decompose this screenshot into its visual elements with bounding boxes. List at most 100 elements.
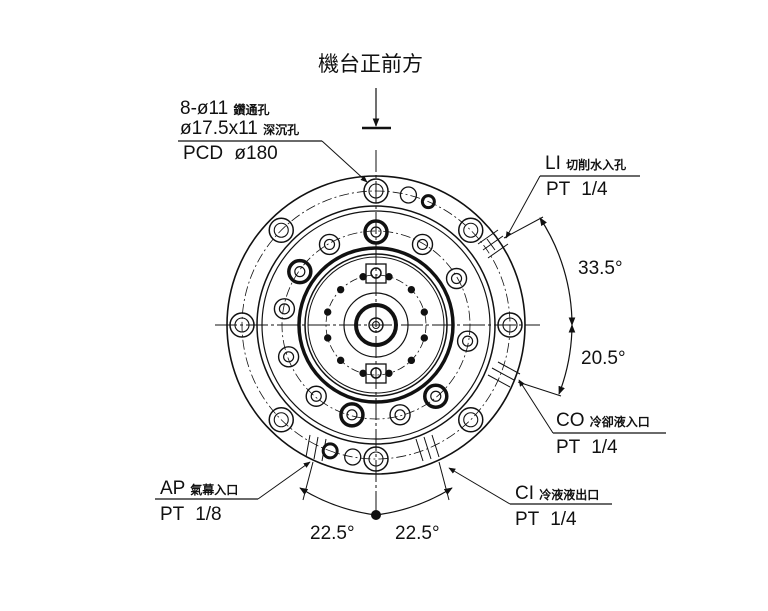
inner-screw: [305, 385, 327, 407]
inner-screw-head: [310, 390, 322, 402]
bolt-hole-inner: [463, 222, 479, 238]
ci-label: CI 冷液液出口: [515, 484, 599, 505]
dim-arc-33-5: [539, 217, 576, 326]
ext-line: [302, 461, 314, 501]
angle-20-5: 20.5°: [581, 348, 626, 369]
inner-screws: [273, 219, 479, 428]
bolt-hole-inner: [502, 317, 518, 333]
ap-label: AP 氣幕入口: [160, 479, 238, 500]
aux-hole: [321, 442, 339, 460]
li-code: LI: [545, 153, 561, 174]
bolt-hole-inner: [273, 412, 289, 428]
co-code: CO: [556, 410, 585, 431]
spindle-hole: [407, 356, 416, 365]
inner-screw-head: [370, 226, 382, 238]
pcd-circle: [241, 190, 511, 460]
inner-screw: [287, 258, 313, 285]
inner-screw: [339, 402, 365, 428]
ext-line: [517, 381, 562, 397]
ap-thread: PT 1/8: [160, 504, 222, 525]
inner-screw: [456, 330, 479, 352]
key-bottom-screw: [370, 367, 382, 379]
bolt-spec-cn: 鑽通孔: [233, 103, 270, 117]
inner-screw: [363, 219, 389, 245]
inner-screw-head: [323, 238, 336, 251]
center-screw: [368, 317, 384, 333]
aux-hole: [420, 194, 436, 210]
inner-screw: [273, 298, 296, 320]
key-bottom: [365, 363, 387, 384]
ci-thread: PT 1/4: [515, 509, 577, 530]
inner-screw-head: [283, 351, 295, 363]
ext-line: [503, 216, 544, 239]
ext-line: [438, 461, 450, 501]
inner-screw: [389, 404, 411, 426]
spindle-hole: [420, 334, 428, 342]
spindle-hole: [385, 273, 393, 281]
front-direction-label: 機台正前方: [318, 53, 423, 76]
hub: [343, 292, 409, 358]
ci-name: 冷液液出口: [539, 488, 600, 502]
bolt-hole: [458, 217, 484, 243]
inner-screw-head: [430, 390, 442, 402]
bolt-holes: [229, 178, 523, 472]
bolt-hole: [458, 407, 484, 433]
co-name: 冷卻液入口: [589, 415, 650, 429]
dim-arc-22-5-right: [375, 487, 453, 516]
angle-22-5-right: 22.5°: [395, 523, 440, 544]
inner-pcd: [281, 230, 471, 420]
inner-screw: [423, 383, 449, 409]
spindle-ring: [297, 246, 455, 404]
spindle-hole: [407, 285, 416, 294]
outer-flange: [226, 175, 526, 475]
aux-hole: [344, 448, 362, 466]
spindle-hole: [359, 273, 367, 281]
inner-screw: [277, 346, 300, 368]
port-holes: [305, 229, 521, 462]
key-top-screw: [370, 267, 382, 279]
bolt-spec: 8-ø11: [180, 98, 229, 119]
center-screw-head: [372, 321, 380, 329]
ci-code: CI: [515, 483, 534, 504]
pcd-label: PCD ø180: [183, 143, 278, 164]
counterbore-spec-cn: 深沉孔: [263, 123, 300, 137]
inner-screw-head: [294, 266, 306, 278]
li-thread: PT 1/4: [546, 179, 608, 200]
spindle-ring-inner: [304, 253, 448, 397]
aux-hole: [399, 186, 418, 204]
angle-33-5: 33.5°: [578, 258, 623, 279]
spindle-hole: [336, 356, 345, 365]
li-leader: [505, 175, 541, 239]
datum-dot: [371, 510, 381, 520]
key-top: [365, 263, 387, 284]
bolt-hole: [497, 312, 523, 338]
ap-code: AP: [160, 478, 186, 499]
spindle-ring-inner2: [307, 256, 445, 394]
inner-screw-head: [450, 272, 463, 285]
li-label: LI 切削水入孔: [545, 154, 626, 175]
bolt-hole: [229, 312, 255, 338]
bolt-line2: ø17.5x11 深沉孔: [180, 119, 299, 140]
bolt-hole-inner: [234, 317, 250, 333]
inner-screw: [318, 233, 341, 256]
co-leader: [518, 379, 554, 434]
spindle-pcd: [325, 274, 427, 376]
spindle-hole: [420, 308, 428, 316]
body-ring-inner: [261, 210, 491, 440]
inner-screw-head: [394, 409, 406, 421]
body-ring: [256, 205, 496, 445]
co-label: CO 冷卻液入口: [556, 411, 650, 432]
spindle-hole: [336, 285, 345, 294]
bolt-hole: [268, 407, 294, 433]
bolt-line1: 8-ø11 鑽通孔: [180, 99, 270, 120]
co-thread: PT 1/4: [556, 437, 618, 458]
bolt-hole-inner: [463, 412, 479, 428]
bolt-hole-inner: [368, 183, 384, 199]
ci-leader: [448, 467, 511, 505]
bolt-hole: [363, 178, 389, 204]
li-name: 切削水入孔: [566, 158, 627, 172]
angle-22-5-left: 22.5°: [310, 523, 355, 544]
spindle-hole: [359, 369, 367, 377]
